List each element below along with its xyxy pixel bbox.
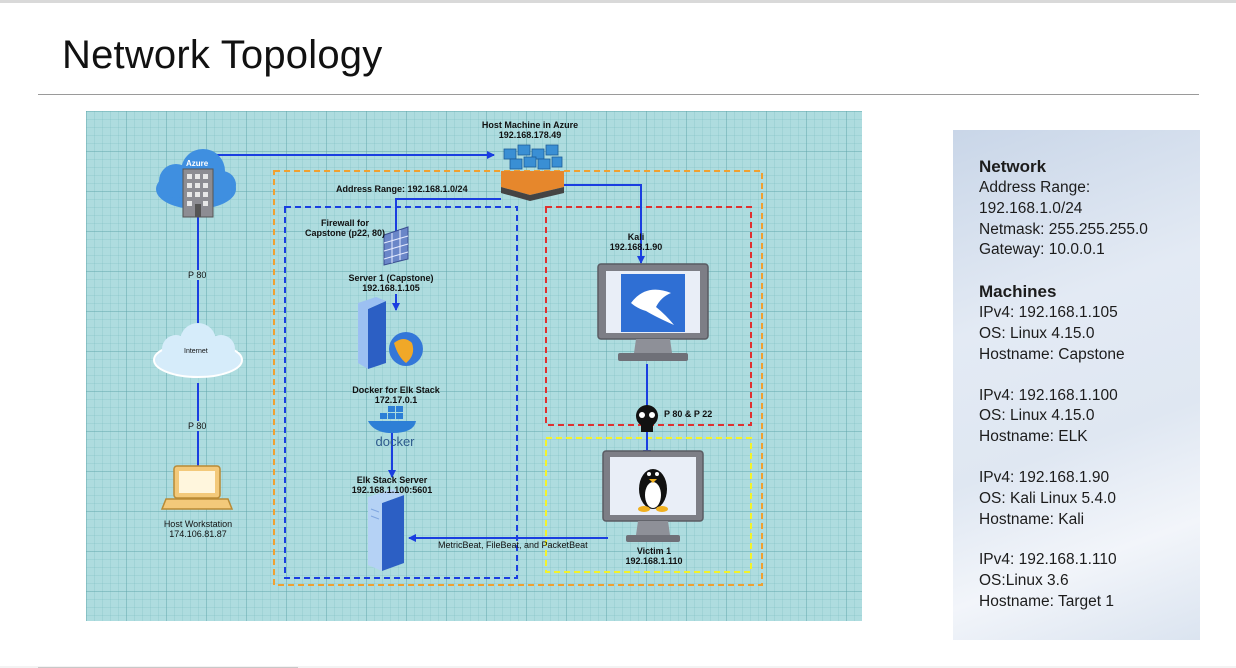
firewall-icon — [383, 226, 409, 266]
machine-entry: IPv4: 192.168.1.90 OS: Kali Linux 5.4.0 … — [979, 468, 1200, 530]
machine-os: OS:Linux 3.6 — [979, 572, 1069, 590]
machine-hostname: Hostname: ELK — [979, 428, 1088, 446]
server1-ip: 192.168.1.105 — [362, 283, 420, 293]
docker-logo-text: docker — [375, 434, 415, 449]
machine-ipv4: IPv4: 192.168.1.90 — [979, 468, 1110, 486]
firewall-label-line1: Firewall for — [320, 218, 369, 228]
docker-icon — [368, 406, 416, 433]
firewall-label-line2: Capstone (p22, 80) — [304, 228, 386, 238]
page-title: Network Topology — [62, 33, 383, 77]
host-machine-ip: 192.168.178.49 — [498, 130, 562, 140]
machine-hostname: Hostname: Target 1 — [979, 592, 1114, 610]
elk-server-icon — [368, 489, 404, 571]
server1-name: Server 1 (Capstone) — [348, 273, 434, 283]
kali-ip: 192.168.1.90 — [609, 242, 663, 252]
elk-name: Elk Stack Server — [356, 475, 428, 485]
hyperv-server-icon — [501, 144, 564, 201]
blue-zone — [284, 206, 518, 579]
victim-ip: 192.168.1.110 — [625, 556, 683, 566]
beats-label: MetricBeat, FileBeat, and PacketBeat — [438, 540, 588, 550]
machine-ipv4: IPv4: 192.168.1.100 — [979, 386, 1118, 404]
azure-cloud-icon — [156, 149, 236, 218]
network-section-title: Network — [979, 157, 1047, 176]
network-diagram: Azure Internet P 80 P 80 Host Workstatio… — [86, 111, 862, 621]
attack-ports-label: P 80 & P 22 — [664, 409, 713, 419]
machine-entry: IPv4: 192.168.1.110 OS:Linux 3.6 Hostnam… — [979, 550, 1200, 612]
internet-label: Internet — [184, 348, 208, 355]
machine-os: OS: Kali Linux 5.4.0 — [979, 489, 1116, 507]
monitor-icon — [597, 263, 709, 361]
network-line: Address Range: — [979, 179, 1091, 196]
victim-name: Victim 1 — [636, 546, 672, 556]
azure-label: Azure — [186, 159, 209, 168]
network-line: Gateway: 10.0.0.1 — [979, 241, 1105, 259]
yellow-zone — [545, 437, 752, 573]
machine-hostname: Hostname: Kali — [979, 510, 1085, 528]
elk-ip: 192.168.1.100:5601 — [351, 485, 433, 495]
address-range-label: Address Range: 192.168.1.0/24 — [336, 184, 468, 194]
machines-section-title: Machines — [979, 282, 1057, 302]
docker-name: Docker for Elk Stack — [352, 385, 440, 395]
machine-entry: IPv4: 192.168.1.100 OS: Linux 4.15.0 Hos… — [979, 386, 1200, 448]
host-machine-name: Host Machine in Azure — [481, 120, 579, 130]
diagram-canvas — [153, 144, 763, 586]
kali-name: Kali — [627, 232, 645, 242]
link-host-firewall — [395, 198, 501, 233]
docker-ip: 172.17.0.1 — [374, 395, 418, 405]
port-label-lower: P 80 — [188, 421, 207, 431]
machine-os: OS: Linux 4.15.0 — [979, 407, 1095, 425]
skull-icon — [636, 405, 658, 432]
machine-entry: IPv4: 192.168.1.105 OS: Linux 4.15.0 Hos… — [979, 303, 1200, 365]
victim-monitor-icon — [602, 450, 704, 542]
machine-ipv4: IPv4: 192.168.1.105 — [979, 304, 1118, 322]
machine-os: OS: Linux 4.15.0 — [979, 324, 1095, 342]
workstation-ip: 174.106.81.87 — [169, 529, 227, 539]
workstation-name: Host Workstation — [163, 519, 233, 529]
internet-cloud-icon — [153, 323, 243, 378]
linux-tux-icon — [638, 469, 668, 512]
title-divider — [38, 94, 1199, 95]
link-host-kali — [564, 184, 645, 264]
laptop-icon — [160, 465, 234, 510]
info-panel: Network Address Range: 192.168.1.0/24 Ne… — [953, 130, 1200, 640]
machine-hostname: Hostname: Capstone — [979, 345, 1125, 363]
server-icon — [358, 297, 423, 369]
network-line: Netmask: 255.255.255.0 — [979, 220, 1148, 238]
port-label-upper: P 80 — [188, 270, 207, 280]
machine-ipv4: IPv4: 192.168.1.110 — [979, 551, 1117, 569]
network-line: 192.168.1.0/24 — [979, 199, 1083, 217]
